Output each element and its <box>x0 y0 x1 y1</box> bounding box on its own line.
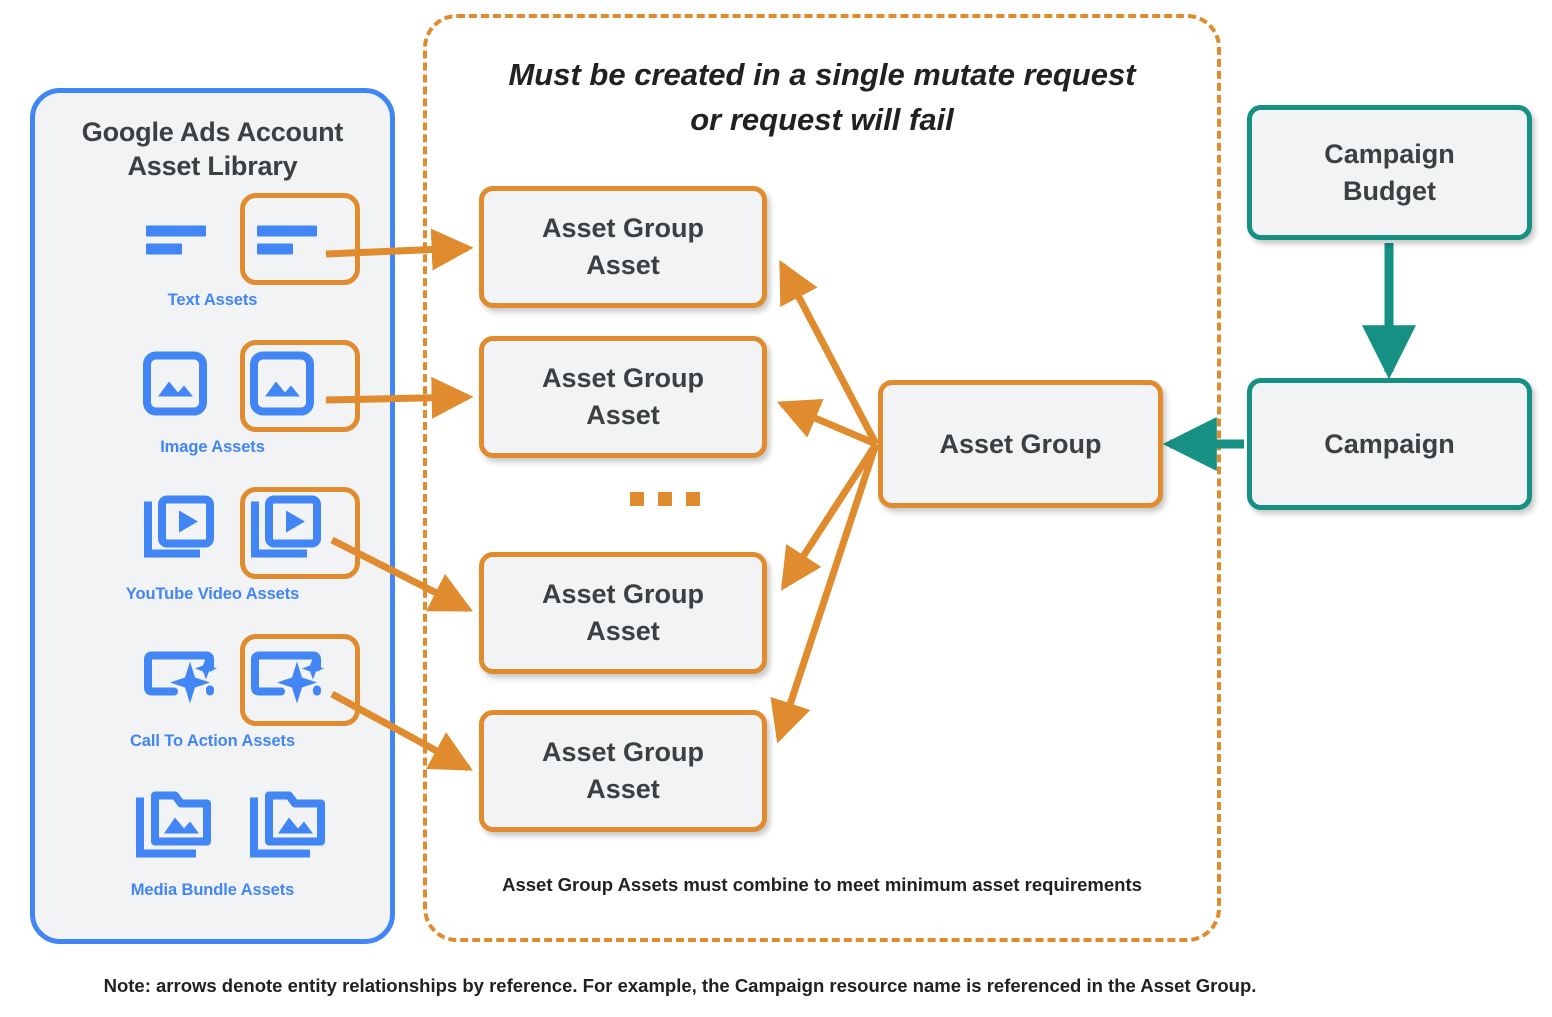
cta-assets-highlight-box <box>240 634 360 726</box>
node-asset-group-asset-3[interactable]: Asset Group Asset <box>479 552 767 674</box>
node-asset-group[interactable]: Asset Group <box>878 380 1163 508</box>
asset-library-title-line2: Asset Library <box>127 151 298 181</box>
node-label-line1: Asset Group <box>541 213 705 243</box>
asset-library-item-cta[interactable]: Call To Action Assets <box>35 634 390 751</box>
node-label-line1: Asset Group <box>541 363 705 393</box>
image-assets-highlight-box <box>240 340 360 432</box>
node-label-line2: Asset <box>586 400 660 430</box>
video-assets-highlight-box <box>240 487 360 579</box>
cta-sparkle-icon <box>247 648 329 713</box>
text-lines-icon <box>140 208 218 271</box>
node-asset-group-asset-1[interactable]: Asset Group Asset <box>479 186 767 308</box>
image-icon <box>247 349 317 424</box>
asset-library-caption: Media Bundle Assets <box>130 881 295 899</box>
asset-library-item-media-bundle[interactable]: Media Bundle Assets <box>35 783 390 900</box>
asset-library-caption: Call To Action Assets <box>129 732 296 750</box>
asset-library-item-text[interactable]: Text Assets <box>35 193 390 310</box>
node-asset-group-asset-4[interactable]: Asset Group Asset <box>479 710 767 832</box>
node-label-line1: Asset Group <box>541 579 705 609</box>
image-icon <box>140 349 210 424</box>
node-asset-group-asset-2[interactable]: Asset Group Asset <box>479 336 767 458</box>
asset-library-caption: Image Assets <box>160 438 265 456</box>
asset-library-item-image[interactable]: Image Assets <box>35 340 390 457</box>
node-label: Campaign <box>1324 428 1455 459</box>
media-bundle-icon <box>247 788 333 871</box>
mutate-region-title: Must be created in a single mutate reque… <box>423 52 1221 142</box>
node-label-line2: Budget <box>1343 175 1436 206</box>
ellipsis-dot <box>630 492 644 506</box>
node-label-line1: Asset Group <box>541 737 705 767</box>
node-label-line2: Asset <box>586 616 660 646</box>
asset-library-caption: Text Assets <box>167 291 258 309</box>
mutate-title-line1: Must be created in a single mutate reque… <box>508 57 1136 92</box>
ellipsis-dot <box>658 492 672 506</box>
text-assets-highlight-box <box>240 193 360 285</box>
asset-library-title-line1: Google Ads Account <box>81 117 344 147</box>
node-campaign[interactable]: Campaign <box>1247 378 1532 510</box>
asset-library-caption: YouTube Video Assets <box>125 585 300 603</box>
video-stack-icon <box>247 495 323 571</box>
cta-sparkle-icon <box>140 648 222 713</box>
mutate-title-line2: or request will fail <box>690 102 954 137</box>
node-label: Asset Group <box>939 428 1102 459</box>
asset-library-panel: Google Ads Account Asset Library Text As… <box>30 88 395 944</box>
node-label-line2: Asset <box>586 774 660 804</box>
diagram-bottom-note: Note: arrows denote entity relationships… <box>103 975 1257 996</box>
node-label-line2: Asset <box>586 250 660 280</box>
text-lines-icon <box>247 208 325 271</box>
node-campaign-budget[interactable]: Campaign Budget <box>1247 105 1532 240</box>
ellipsis-dot <box>686 492 700 506</box>
ellipsis-indicator <box>630 492 700 506</box>
asset-library-title: Google Ads Account Asset Library <box>35 115 390 183</box>
video-stack-icon <box>140 495 216 571</box>
node-label-line1: Campaign <box>1324 138 1455 169</box>
media-bundle-icon <box>133 788 219 871</box>
asset-library-item-video[interactable]: YouTube Video Assets <box>35 487 390 604</box>
mutate-region-footnote: Asset Group Assets must combine to meet … <box>502 874 1142 895</box>
